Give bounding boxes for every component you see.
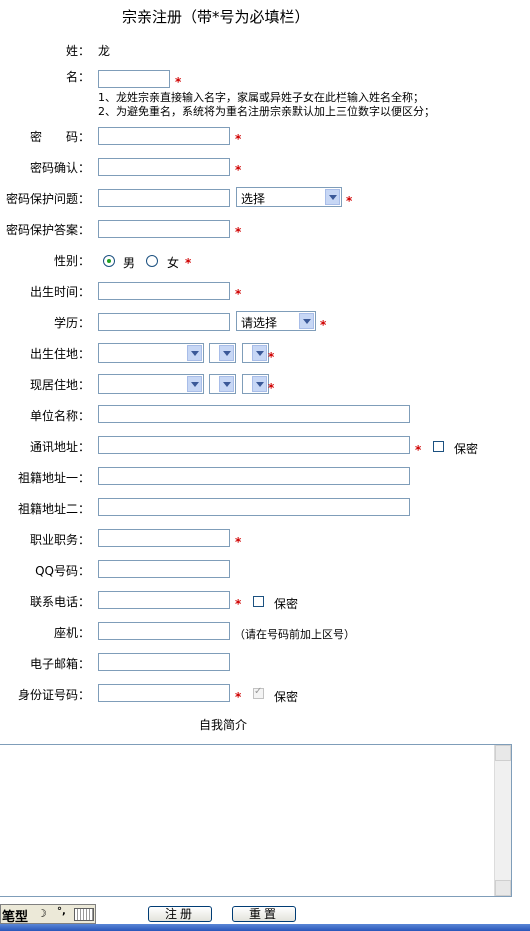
gender-female-label: 女 <box>167 256 180 270</box>
chevron-down-icon <box>187 345 202 361</box>
mailing-address-label: 通讯地址： <box>29 440 90 454</box>
phone-label: 联系电话： <box>29 595 90 609</box>
education-label: 学历： <box>53 316 90 330</box>
employer-label: 单位名称： <box>29 409 90 423</box>
id-number-private-checkbox[interactable] <box>253 686 264 699</box>
required-mark: * <box>346 194 353 208</box>
required-mark: * <box>268 381 275 395</box>
gender-male-label: 男 <box>123 256 136 270</box>
surname-value: 龙 <box>98 44 111 58</box>
given-name-label: 名： <box>65 70 90 84</box>
keyboard-icon[interactable] <box>74 908 94 921</box>
given-name-note-2: 2、为避免重名，系统将为重名注册宗亲默认加上三位数字以便区分； <box>98 105 435 118</box>
required-mark: * <box>320 318 327 332</box>
id-number-private-label: 保密 <box>274 690 299 704</box>
scroll-down-icon[interactable] <box>495 880 511 896</box>
occupation-label: 职业职务： <box>29 533 90 547</box>
birthplace-label: 出生住地： <box>29 347 90 361</box>
required-mark: * <box>235 597 242 611</box>
ancestral-address-1-input[interactable] <box>98 467 410 485</box>
security-question-label: 密码保护问题： <box>5 192 90 206</box>
phone-input[interactable] <box>98 591 230 609</box>
education-select[interactable]: 请选择 <box>236 311 316 331</box>
ancestral-address-1-label: 祖籍地址一： <box>17 471 90 485</box>
gender-female-radio[interactable] <box>146 255 158 267</box>
security-answer-input[interactable] <box>98 220 230 238</box>
required-mark: * <box>415 443 422 457</box>
required-mark: * <box>235 225 242 239</box>
page-title: 宗亲注册（带*号为必填栏） <box>122 8 310 26</box>
required-mark: * <box>268 350 275 364</box>
residence-city-select[interactable] <box>209 374 236 394</box>
security-question-select[interactable]: 选择 <box>236 187 342 207</box>
landline-label: 座机： <box>53 626 90 640</box>
reset-button[interactable]: 重置 <box>232 906 296 922</box>
residence-county-select[interactable] <box>242 374 269 394</box>
mailing-address-private-label: 保密 <box>454 442 479 456</box>
taskbar <box>0 924 530 931</box>
mailing-address-private-checkbox[interactable] <box>433 441 444 452</box>
gender-label: 性别： <box>53 254 90 268</box>
security-question-input[interactable] <box>98 189 230 207</box>
intro-label: 自我简介 <box>199 718 248 732</box>
register-button[interactable]: 注册 <box>148 906 212 922</box>
birthplace-city-select[interactable] <box>209 343 236 363</box>
qq-input[interactable] <box>98 560 230 578</box>
landline-input[interactable] <box>98 622 230 640</box>
intro-scrollbar[interactable] <box>494 745 511 896</box>
required-mark: * <box>235 287 242 301</box>
ancestral-address-2-input[interactable] <box>98 498 410 516</box>
birthplace-province-select[interactable] <box>98 343 204 363</box>
gender-male-radio[interactable] <box>103 255 115 267</box>
password-confirm-label: 密码确认： <box>29 161 90 175</box>
id-number-input[interactable] <box>98 684 230 702</box>
phone-private-checkbox[interactable] <box>253 596 264 607</box>
qq-label: QQ号码： <box>35 564 90 578</box>
email-label: 电子邮箱： <box>29 657 90 671</box>
chevron-down-icon <box>187 376 202 392</box>
landline-hint: （请在号码前加上区号） <box>234 628 355 641</box>
given-name-note-1: 1、龙姓宗亲直接输入名字，家属或异姓子女在此栏输入姓名全称； <box>98 91 424 104</box>
surname-label: 姓： <box>65 44 90 58</box>
password-confirm-input[interactable] <box>98 158 230 176</box>
residence-province-select[interactable] <box>98 374 204 394</box>
education-select-value: 请选择 <box>241 316 278 330</box>
phone-private-label: 保密 <box>274 597 299 611</box>
chevron-down-icon <box>252 376 267 392</box>
email-input[interactable] <box>98 653 230 671</box>
chevron-down-icon <box>219 376 234 392</box>
ime-toolbar[interactable]: 笔型 ☽ °, <box>0 904 96 925</box>
password-label: 密 码： <box>29 130 90 144</box>
education-input[interactable] <box>98 313 230 331</box>
required-mark: * <box>235 690 242 704</box>
birth-time-label: 出生时间： <box>29 285 90 299</box>
ancestral-address-2-label: 祖籍地址二： <box>17 502 90 516</box>
required-mark: * <box>235 163 242 177</box>
ime-mode-label: 笔型 <box>2 910 29 925</box>
required-mark: * <box>235 535 242 549</box>
birthplace-county-select[interactable] <box>242 343 269 363</box>
residence-label: 现居住地： <box>29 378 90 392</box>
security-answer-label: 密码保护答案： <box>5 223 90 237</box>
scroll-up-icon[interactable] <box>495 745 511 761</box>
id-number-label: 身份证号码： <box>17 688 90 702</box>
password-input[interactable] <box>98 127 230 145</box>
chevron-down-icon <box>252 345 267 361</box>
occupation-input[interactable] <box>98 529 230 547</box>
required-mark: * <box>235 132 242 146</box>
mailing-address-input[interactable] <box>98 436 410 454</box>
punctuation-icon[interactable]: °, <box>57 906 66 917</box>
intro-textarea[interactable] <box>0 744 512 897</box>
employer-input[interactable] <box>98 405 410 423</box>
chevron-down-icon <box>219 345 234 361</box>
birth-time-input[interactable] <box>98 282 230 300</box>
security-question-select-value: 选择 <box>241 192 266 206</box>
required-mark: * <box>175 75 182 89</box>
given-name-input[interactable] <box>98 70 170 88</box>
required-mark: * <box>185 256 192 270</box>
chevron-down-icon <box>299 313 314 329</box>
moon-icon[interactable]: ☽ <box>37 907 47 920</box>
chevron-down-icon <box>325 189 340 205</box>
